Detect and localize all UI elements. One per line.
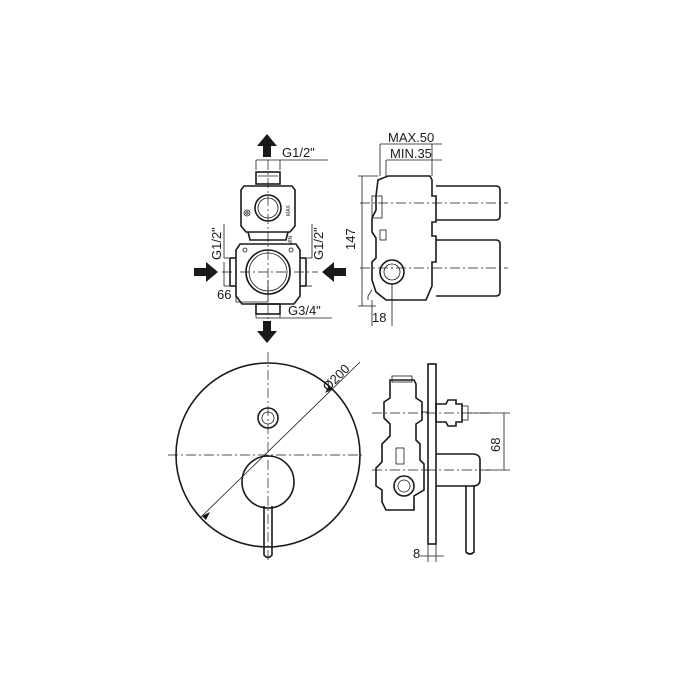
body-mark-min: MIN (288, 235, 294, 245)
label-offset-18: 18 (372, 310, 386, 325)
label-spacing-68: 68 (488, 438, 503, 452)
label-top-outlet: G1/2" (282, 145, 315, 160)
arrow-right-icon (194, 262, 218, 282)
body-mark-max: MAX (286, 205, 292, 217)
label-plate-8: 8 (413, 546, 420, 561)
label-min-depth: MIN.35 (390, 146, 432, 161)
label-height-147: 147 (343, 228, 358, 250)
label-diameter: Ø200 (320, 361, 353, 394)
label-bottom-outlet: G3/4" (288, 303, 321, 318)
arrow-down-icon (257, 321, 277, 343)
label-width-66: 66 (217, 287, 231, 302)
label-max-depth: MAX.50 (388, 130, 434, 145)
body-front-view: MAX MIN G1/2" G1/2" G (194, 134, 346, 343)
body-side-view: MAX.50 MIN.35 147 18 (343, 130, 508, 326)
label-left-inlet: G1/2" (209, 227, 224, 260)
label-right-inlet: G1/2" (311, 227, 326, 260)
arrow-left-icon (322, 262, 346, 282)
installed-side-view: 68 8 (372, 363, 510, 562)
arrow-up-icon (257, 134, 277, 157)
plate-front-view: Ø200 (168, 352, 362, 562)
